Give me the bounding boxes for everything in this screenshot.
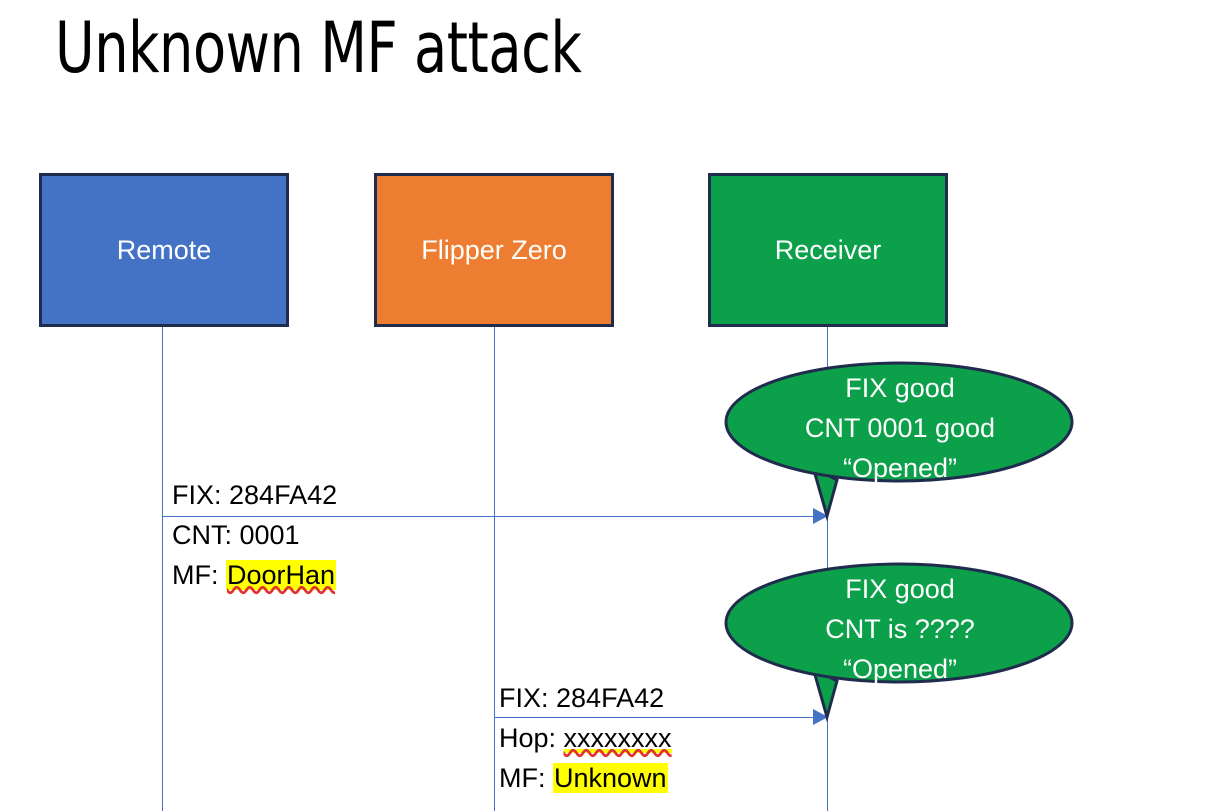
message-line-2-1: FIX: 284FA42 <box>499 678 672 718</box>
lifeline-remote <box>162 326 163 811</box>
message-line-1-3-value: DoorHan <box>226 560 337 590</box>
actor-label-remote: Remote <box>116 235 212 265</box>
message-line-2-3-value: Unknown <box>553 763 668 793</box>
callout-bubble-1-ellipse <box>724 361 1074 483</box>
message-line-1-2-value: 0001 <box>239 520 300 550</box>
message-arrow-line-2 <box>495 717 815 718</box>
message-line-2-1-label: FIX: <box>499 683 557 713</box>
message-line-2-2-label: Hop: <box>499 723 564 753</box>
message-label-2: FIX: 284FA42 Hop: xxxxxxxx MF: Unknown <box>499 678 672 798</box>
message-line-1-1: FIX: 284FA42 <box>172 475 337 515</box>
message-line-1-1-value: 284FA42 <box>229 480 338 510</box>
message-line-1-3: MF: DoorHan <box>172 555 337 595</box>
page-title: Unknown MF attack <box>55 7 582 89</box>
message-arrow-line-1 <box>163 516 815 517</box>
actor-box-receiver[interactable]: Receiver <box>708 173 948 327</box>
actor-box-remote[interactable]: Remote <box>39 173 289 327</box>
lifeline-flipper <box>494 326 495 811</box>
message-line-1-2-label: CNT: <box>172 520 240 550</box>
message-arrow-head-2 <box>813 709 828 725</box>
message-line-2-3: MF: Unknown <box>499 758 672 798</box>
actor-label-flipper: Flipper Zero <box>421 235 567 265</box>
message-line-1-2: CNT: 0001 <box>172 515 337 555</box>
callout-bubble-2-ellipse <box>724 562 1074 684</box>
callout-bubble-2[interactable]: FIX good CNT is ???? “Opened” <box>715 556 1085 731</box>
actor-label-receiver: Receiver <box>774 235 882 265</box>
message-line-1-3-label: MF: <box>172 560 226 590</box>
message-line-2-1-value: 284FA42 <box>556 683 665 713</box>
message-arrow-head-1 <box>813 508 828 524</box>
callout-bubble-2-shape <box>724 562 1074 723</box>
callout-bubble-1[interactable]: FIX good CNT 0001 good “Opened” <box>715 355 1085 530</box>
actor-box-flipper[interactable]: Flipper Zero <box>374 173 614 327</box>
message-line-2-2-value: xxxxxxxx <box>563 723 672 753</box>
message-line-2-2: Hop: xxxxxxxx <box>499 718 672 758</box>
message-label-1: FIX: 284FA42 CNT: 0001 MF: DoorHan <box>172 475 337 595</box>
callout-bubble-1-shape <box>724 361 1074 522</box>
message-line-2-3-label: MF: <box>499 763 553 793</box>
message-line-1-1-label: FIX: <box>172 480 230 510</box>
